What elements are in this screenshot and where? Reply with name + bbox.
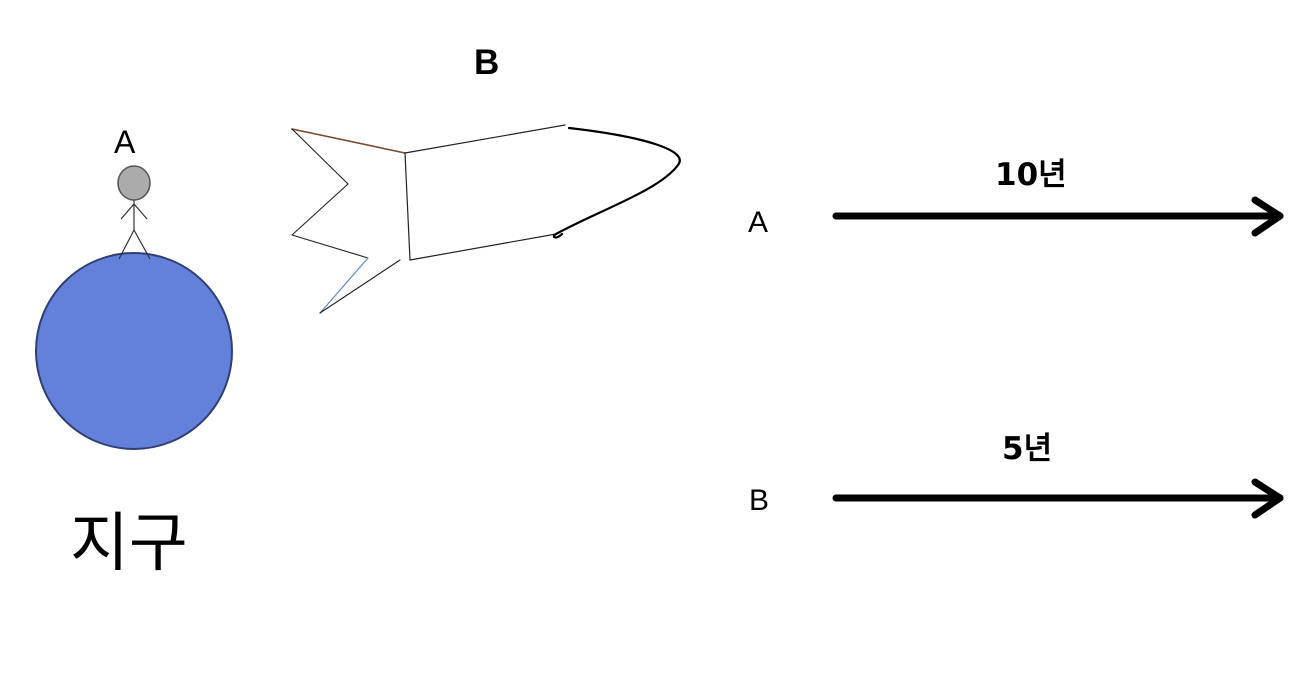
earth-circle [35,252,233,450]
arrow-a [832,196,1284,237]
timeline-b-duration: 5년 [1002,431,1053,467]
timeline-a-duration: 10년 [995,157,1067,193]
person-label: A [114,124,136,160]
person-head [117,165,151,201]
rocket-drawing [291,124,681,314]
arrow-b [832,478,1284,519]
timeline-b-name: B [749,484,770,517]
timeline-a-name: A [748,206,769,239]
earth-label: 지구 [70,507,188,581]
person-figure [117,165,151,260]
rocket-label: B [474,43,500,82]
